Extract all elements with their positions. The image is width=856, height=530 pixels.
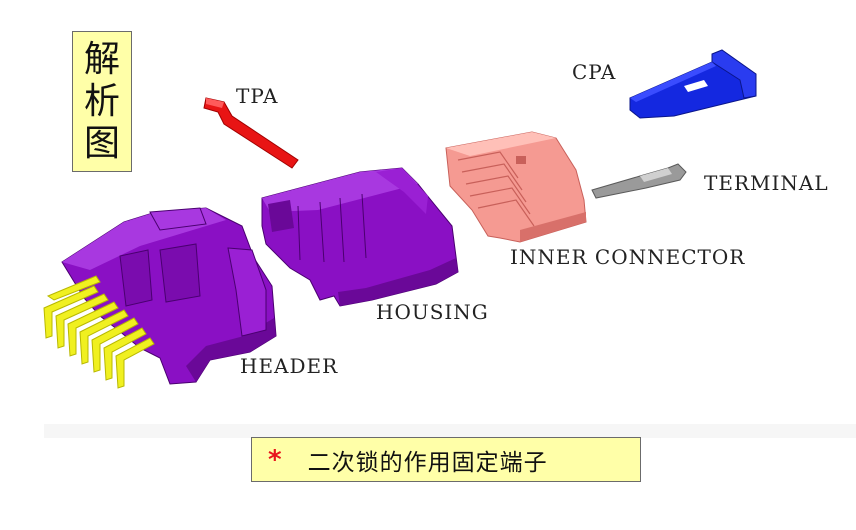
label-cpa: CPA <box>572 60 617 84</box>
housing-part <box>261 167 459 307</box>
note-asterisk: * <box>268 444 282 475</box>
note-box: * 二次锁的作用固定端子 <box>251 437 641 482</box>
label-header: HEADER <box>240 354 339 378</box>
tpa-part <box>203 97 299 169</box>
label-terminal: TERMINAL <box>704 171 829 195</box>
title-char-2: 析 <box>83 80 120 122</box>
header-pins <box>43 275 155 389</box>
note-text: 二次锁的作用固定端子 <box>307 449 548 476</box>
ground-shadow <box>44 424 856 438</box>
title-char-1: 解 <box>83 38 120 80</box>
inner-connector-part <box>445 131 587 243</box>
title-char-3: 图 <box>83 122 120 164</box>
label-inner-connector: INNER CONNECTOR <box>510 245 746 269</box>
cpa-part <box>629 49 757 119</box>
label-housing: HOUSING <box>376 300 489 324</box>
header-part <box>43 207 277 389</box>
label-tpa: TPA <box>236 84 279 108</box>
terminal-part <box>591 163 687 199</box>
title-box: 解 析 图 <box>72 31 132 172</box>
